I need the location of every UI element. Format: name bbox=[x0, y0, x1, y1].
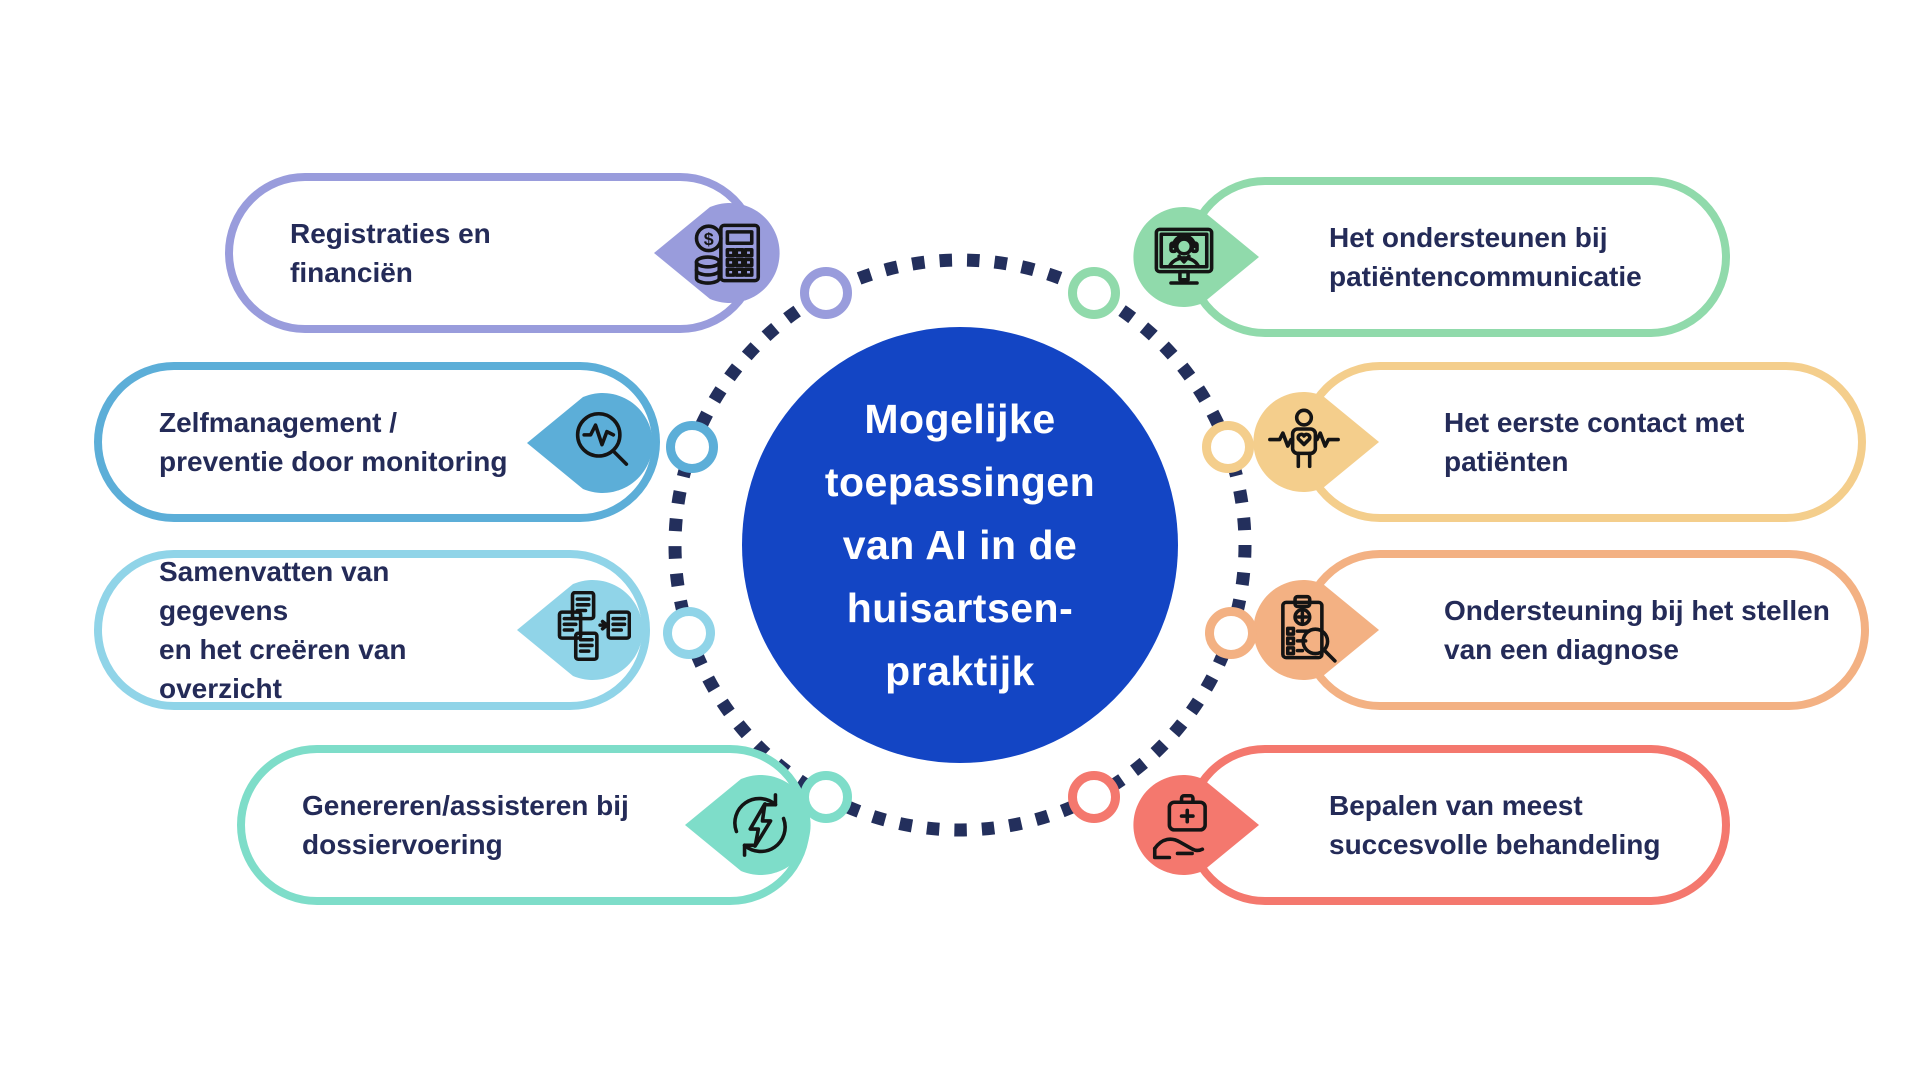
treatment-kit-icon bbox=[1133, 769, 1261, 881]
pill-label-line: patiëntencommunicatie bbox=[1329, 261, 1642, 292]
svg-text:$: $ bbox=[704, 229, 714, 249]
pill-label-line: succesvolle behandeling bbox=[1329, 829, 1661, 860]
pill-label-line: en het creëren van overzicht bbox=[159, 634, 407, 704]
pill-label-line: Samenvatten van gegevens bbox=[159, 556, 390, 626]
orbit-node-diagnose bbox=[1205, 607, 1257, 659]
pill-label-line: dossiervoering bbox=[302, 829, 503, 860]
pill-label-line: van een diagnose bbox=[1444, 634, 1679, 665]
pill-label: Genereren/assisteren bij dossiervoering bbox=[245, 786, 802, 864]
pill-samenvatten: Samenvatten van gegevens en het creëren … bbox=[94, 550, 650, 710]
orbit-node-patientencommunicatie bbox=[1068, 267, 1120, 319]
pill-diagnose: Ondersteuning bij het stellen van een di… bbox=[1300, 550, 1869, 710]
orbit-node-samenvatten bbox=[663, 607, 715, 659]
pill-label-line: Ondersteuning bij het stellen bbox=[1444, 595, 1830, 626]
center-topic: Mogelijke toepassingen van AI in de huis… bbox=[742, 327, 1178, 763]
pill-label-line: Zelfmanagement / bbox=[159, 407, 398, 438]
diagnosis-clipboard-icon bbox=[1253, 574, 1381, 686]
pill-label-line: Bepalen van meest bbox=[1329, 790, 1583, 821]
pill-label: Samenvatten van gegevens en het creëren … bbox=[102, 552, 642, 708]
calculator-coins-icon: $ bbox=[652, 197, 780, 309]
center-topic-line: van AI in de bbox=[842, 521, 1078, 568]
pill-label: Het ondersteunen bij patiëntencommunicat… bbox=[1193, 218, 1722, 296]
orbit-node-eerste-contact bbox=[1202, 421, 1254, 473]
pill-eerste-contact: Het eerste contact met patiënten bbox=[1300, 362, 1866, 522]
patient-heartbeat-icon bbox=[1253, 386, 1381, 498]
pill-label-line: Genereren/assisteren bij bbox=[302, 790, 629, 821]
pill-label: Ondersteuning bij het stellen van een di… bbox=[1308, 591, 1861, 669]
center-topic-line: toepassingen bbox=[824, 458, 1096, 505]
pill-label-line: patiënten bbox=[1444, 446, 1569, 477]
pill-label: Het eerste contact met patiënten bbox=[1308, 403, 1858, 481]
pill-behandeling: Bepalen van meest succesvolle behandelin… bbox=[1185, 745, 1730, 905]
orbit-node-behandeling bbox=[1068, 771, 1120, 823]
pill-label: Zelfmanagement / preventie door monitori… bbox=[102, 403, 652, 481]
magnifier-pulse-icon bbox=[525, 387, 653, 499]
pill-label-line: preventie door monitoring bbox=[159, 446, 508, 477]
center-topic-line: Mogelijke bbox=[864, 395, 1056, 442]
center-topic-line: huisartsen- bbox=[846, 584, 1074, 631]
pill-label: Registraties en financiën bbox=[233, 214, 752, 292]
orbit-node-genereren bbox=[800, 771, 852, 823]
pill-label-line: Registraties en financiën bbox=[290, 218, 491, 288]
orbit-node-registraties bbox=[800, 267, 852, 319]
center-topic-line: praktijk bbox=[885, 647, 1035, 694]
orbit-node-zelfmanagement bbox=[666, 421, 718, 473]
pill-label-line: Het eerste contact met bbox=[1444, 407, 1745, 438]
lightning-sync-icon bbox=[683, 769, 811, 881]
pill-genereren: Genereren/assisteren bij dossiervoering bbox=[237, 745, 810, 905]
video-call-support-icon bbox=[1133, 201, 1261, 313]
pill-label-line: Het ondersteunen bij bbox=[1329, 222, 1608, 253]
pill-patientencommunicatie: Het ondersteunen bij patiëntencommunicat… bbox=[1185, 177, 1730, 337]
documents-summary-icon bbox=[515, 574, 643, 686]
pill-label: Bepalen van meest succesvolle behandelin… bbox=[1193, 786, 1722, 864]
